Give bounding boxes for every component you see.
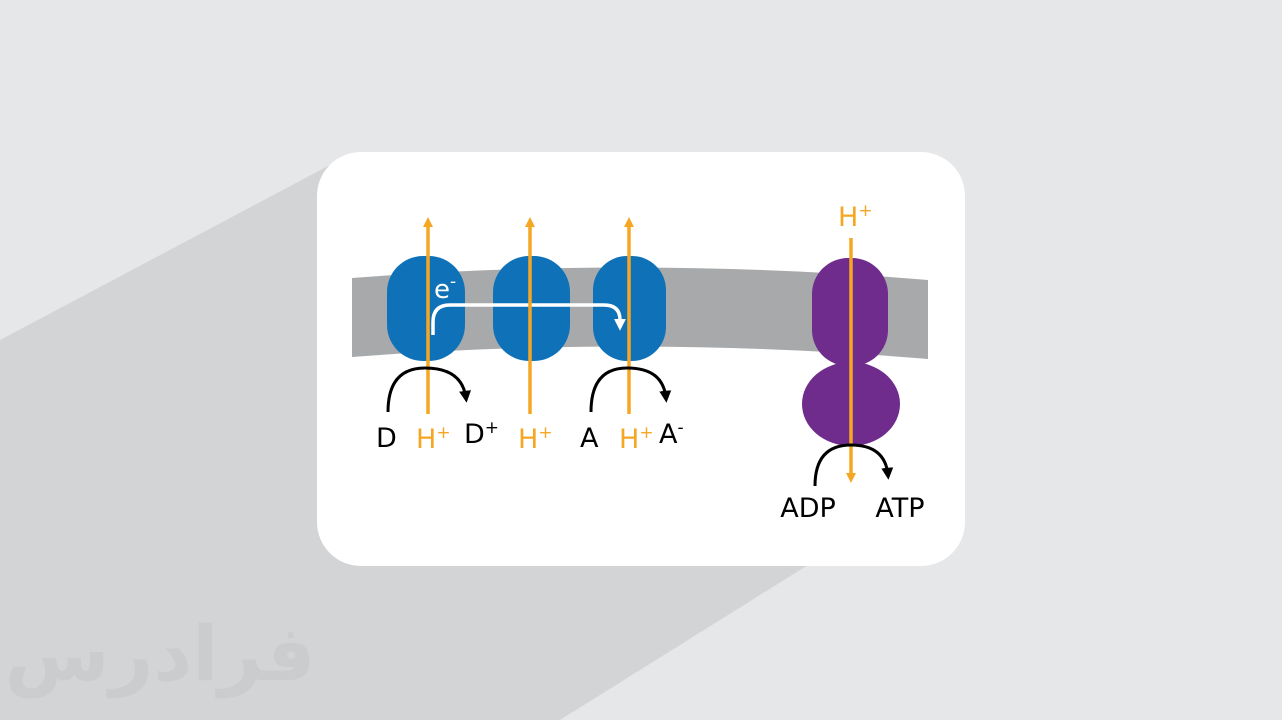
adp-label: ADP [780,493,836,524]
proton-label-2: H+ [518,423,553,455]
atp-label: ATP [875,493,924,524]
watermark-logo: فرادرس [5,609,316,699]
electron-transfer-arrow [431,303,626,335]
proton-label-1: H+ [416,423,451,455]
acceptor-reduced-label: A- [659,418,684,450]
donor-label: D [376,423,397,454]
reaction-arrow-atp [813,443,894,487]
acceptor-label: A [580,423,599,454]
donor-oxidized-label: D+ [464,418,499,450]
proton-label-3: H+ [619,423,654,455]
proton-label-top: H+ [838,201,873,233]
reaction-arrow-acceptor [589,366,672,413]
electron-label: e- [434,272,456,305]
reaction-arrow-donor [386,366,471,413]
protein-complex-1 [387,256,465,361]
